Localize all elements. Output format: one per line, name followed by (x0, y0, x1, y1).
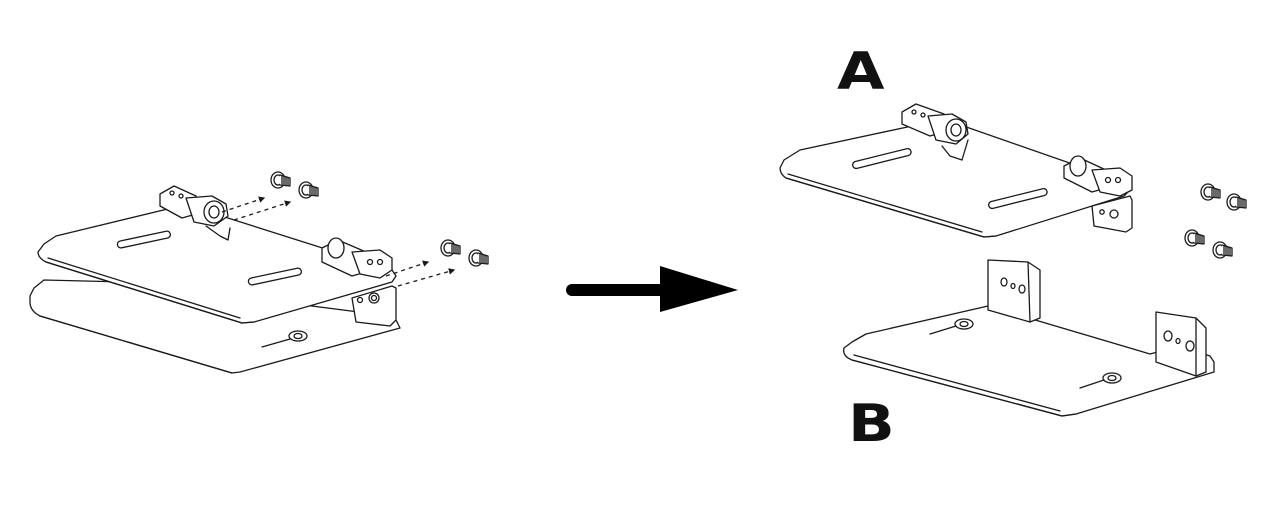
part-label-b: B (848, 394, 896, 454)
screw-icon (1226, 193, 1247, 211)
screw-icon (468, 249, 489, 267)
screw-icon (440, 239, 461, 257)
keyhole-slot-icon (929, 318, 974, 335)
hinge-knuckle-icon (901, 103, 969, 161)
hinge-knuckle-icon (159, 185, 231, 241)
keyhole-slot-icon (1079, 372, 1122, 389)
screw-icon (1212, 241, 1233, 259)
hinge-knuckle-icon (1063, 155, 1133, 197)
screw-icon (1200, 183, 1221, 201)
screw-icon (1184, 229, 1205, 247)
screw-icon (298, 181, 319, 199)
screw-set-icon (1184, 183, 1247, 259)
top-plate-a-icon (779, 103, 1133, 238)
assembled-hinge-icon (29, 171, 489, 374)
bottom-bracket-b-icon (843, 259, 1215, 417)
keyhole-slot-icon (261, 330, 308, 348)
part-label-a: A (837, 42, 886, 102)
hinge-knuckle-icon (321, 237, 393, 279)
right-arrow-icon (566, 266, 738, 312)
screw-icon (270, 171, 291, 189)
